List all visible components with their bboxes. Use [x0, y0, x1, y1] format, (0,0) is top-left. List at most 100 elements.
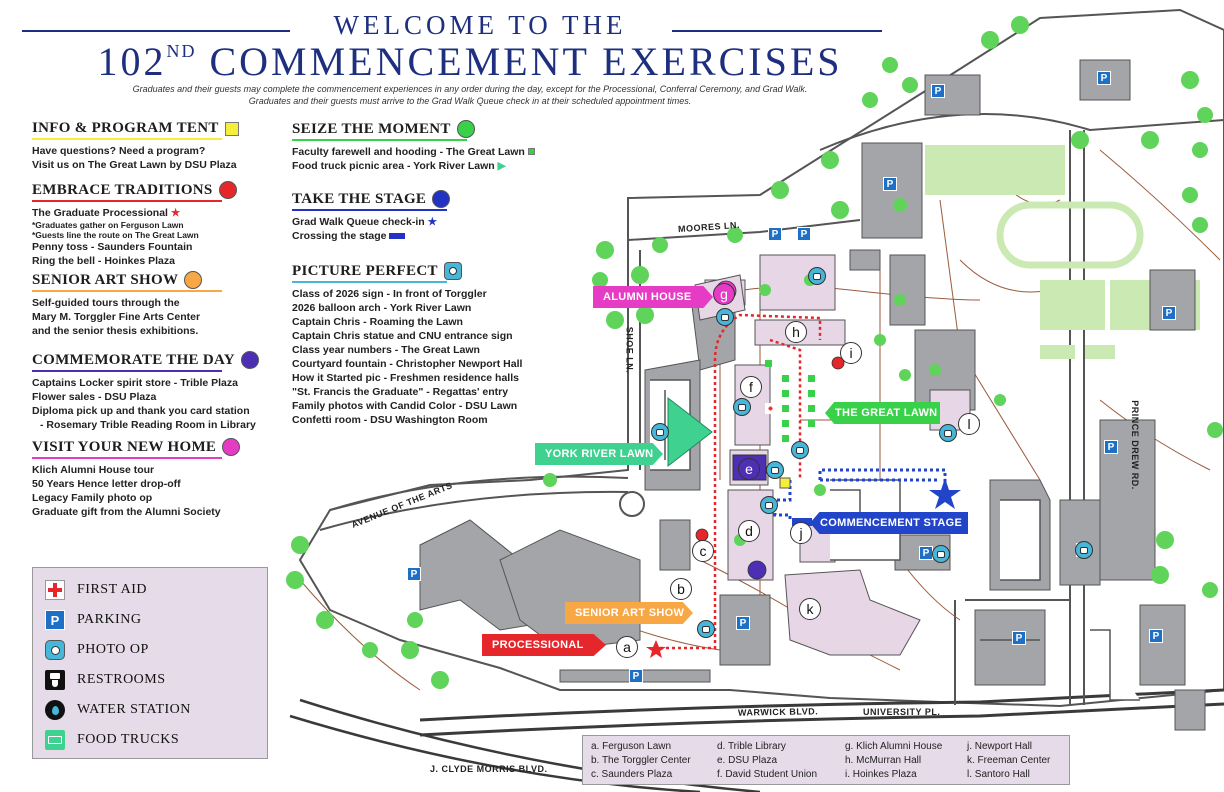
road-warwick-2 — [419, 702, 1224, 737]
senior-art-line: Mary M. Torggler Fine Arts Center — [32, 311, 201, 323]
seize-line: Faculty farewell and hooding - The Great… — [292, 146, 525, 158]
magenta-circle-icon — [222, 438, 241, 456]
legend-label: FOOD TRUCKS — [77, 732, 180, 747]
road-label-prince-drew: PRINCE DREW RD. — [1129, 400, 1140, 490]
key-column: a. Ferguson Lawn b. The Torggler Center … — [591, 740, 691, 782]
callout-commencement-stage[interactable]: COMMENCEMENT STAGE — [810, 512, 968, 534]
trees — [286, 16, 1223, 689]
key-item: j. Newport Hall — [967, 741, 1033, 752]
picture-line: How it Started pic - Freshmen residence … — [292, 372, 519, 384]
commemorate-line: - Rosemary Trible Reading Room in Librar… — [40, 419, 256, 431]
map-letter-h[interactable]: h — [785, 321, 807, 343]
map-letter-g[interactable]: g — [713, 283, 735, 305]
section-underline — [32, 370, 222, 372]
key-item: i. Hoinkes Plaza — [845, 769, 917, 780]
parking-icon: P — [1162, 306, 1176, 320]
subtitle-2: Graduates and their guests must arrive t… — [248, 96, 692, 106]
parking-icon: P — [1097, 71, 1111, 85]
section-take-stage: TAKE THE STAGE Grad Walk Queue check-in … — [292, 190, 572, 243]
key-item: d. Trible Library — [717, 741, 786, 752]
legend-photo-op: PHOTO OP — [45, 640, 149, 660]
key-column: j. Newport Hall k. Freeman Center l. San… — [967, 740, 1050, 782]
map-letter-e[interactable]: e — [738, 458, 760, 480]
legend-label: FIRST AID — [77, 582, 147, 597]
picture-line: Courtyard fountain - Christopher Newport… — [292, 358, 523, 370]
callout-alumni-house[interactable]: ALUMNI HOUSE — [593, 286, 713, 308]
photo-op-icon[interactable] — [733, 398, 751, 416]
photo-op-icon[interactable] — [939, 424, 957, 442]
info-tent-title: INFO & PROGRAM TENT — [32, 120, 219, 136]
parking-icon: P — [1012, 631, 1026, 645]
key-item: c. Saunders Plaza — [591, 769, 673, 780]
photo-op-icon[interactable] — [697, 620, 715, 638]
header-rule-right — [672, 30, 882, 32]
map-letter-f[interactable]: f — [740, 376, 762, 398]
info-tent-marker — [779, 477, 791, 489]
key-item: a. Ferguson Lawn — [591, 741, 672, 752]
first-aid-cross — [768, 406, 773, 411]
restroom-icon — [45, 670, 65, 690]
photo-op-icon[interactable] — [1075, 541, 1093, 559]
map-letter-j[interactable]: j — [790, 522, 812, 544]
photo-op-icon[interactable] — [791, 441, 809, 459]
road-clyde-2 — [289, 714, 701, 792]
roundabout — [619, 491, 645, 517]
blue-star-icon: ★ — [427, 216, 437, 228]
key-item: l. Santoro Hall — [967, 769, 1030, 780]
map-letter-a[interactable]: a — [616, 636, 638, 658]
key-item: k. Freeman Center — [967, 755, 1051, 766]
traditions-line: Ring the bell - Hoinkes Plaza — [32, 255, 175, 267]
section-seize-moment: SEIZE THE MOMENT Faculty farewell and ho… — [292, 120, 572, 173]
new-home-line: Graduate gift from the Alumni Society — [32, 506, 221, 518]
photo-op-icon[interactable] — [760, 496, 778, 514]
map-letter-k[interactable]: k — [799, 598, 821, 620]
senior-art-line: Self-guided tours through the — [32, 297, 180, 309]
parking-icon: P — [629, 669, 643, 683]
parking-icon: P — [407, 567, 421, 581]
callout-great-lawn[interactable]: THE GREAT LAWN — [825, 402, 940, 424]
map-letter-c[interactable]: c — [692, 540, 714, 562]
callout-senior-art-show[interactable]: SENIOR ART SHOW — [565, 602, 693, 624]
map-letter-b[interactable]: b — [670, 578, 692, 600]
senior-art-title: SENIOR ART SHOW — [32, 271, 179, 288]
traditions-note: *Graduates gather on Ferguson Lawn — [32, 220, 184, 230]
section-info-tent: INFO & PROGRAM TENT Have questions? Need… — [32, 120, 282, 172]
subtitle-1: Graduates and their guests may complete … — [132, 84, 808, 94]
callout-york-river-lawn[interactable]: YORK RIVER LAWN — [535, 443, 663, 465]
legend-label: WATER STATION — [77, 702, 191, 717]
callout-processional[interactable]: PROCESSIONAL — [482, 634, 606, 656]
photo-op-icon[interactable] — [766, 461, 784, 479]
picture-line: Confetti room - DSU Washington Room — [292, 414, 488, 426]
processional-star — [646, 640, 666, 658]
header-rule-left — [22, 30, 290, 32]
key-item: e. DSU Plaza — [717, 755, 778, 766]
map-letter-i[interactable]: i — [840, 342, 862, 364]
parking-icon: P — [736, 616, 750, 630]
map-letter-d[interactable]: d — [738, 520, 760, 542]
legend-label: PHOTO OP — [77, 642, 149, 657]
new-home-line: 50 Years Hence letter drop-off — [32, 478, 181, 490]
parking-icon: P — [45, 610, 65, 630]
traditions-note: *Guests line the route on The Great Lawn — [32, 230, 199, 240]
photo-op-icon[interactable] — [932, 545, 950, 563]
photo-op-icon — [45, 640, 65, 660]
legend-first-aid: FIRST AID — [45, 580, 147, 600]
title-number: 102 — [97, 39, 167, 84]
map-letter-l[interactable]: l — [958, 413, 980, 435]
yellow-square-icon — [224, 121, 239, 136]
picture-title: PICTURE PERFECT — [292, 262, 438, 279]
photo-op-icon[interactable] — [651, 423, 669, 441]
location-key: a. Ferguson Lawn b. The Torggler Center … — [582, 735, 1070, 785]
photo-op-icon[interactable] — [808, 267, 826, 285]
parking-icon: P — [797, 227, 811, 241]
green-triangle-icon: ▶ — [497, 160, 506, 172]
seize-line: Food truck picnic area - York River Lawn — [292, 160, 495, 172]
picture-line: 2026 balloon arch - York River Lawn — [292, 302, 472, 314]
legend-label: RESTROOMS — [77, 672, 166, 687]
athletic-track — [996, 201, 1144, 269]
parking-icon: P — [931, 84, 945, 98]
photo-op-icon[interactable] — [716, 308, 734, 326]
section-senior-art: SENIOR ART SHOW Self-guided tours throug… — [32, 271, 282, 338]
blue-bar-icon — [389, 233, 406, 239]
picture-line: Captain Chris statue and CNU entrance si… — [292, 330, 513, 342]
